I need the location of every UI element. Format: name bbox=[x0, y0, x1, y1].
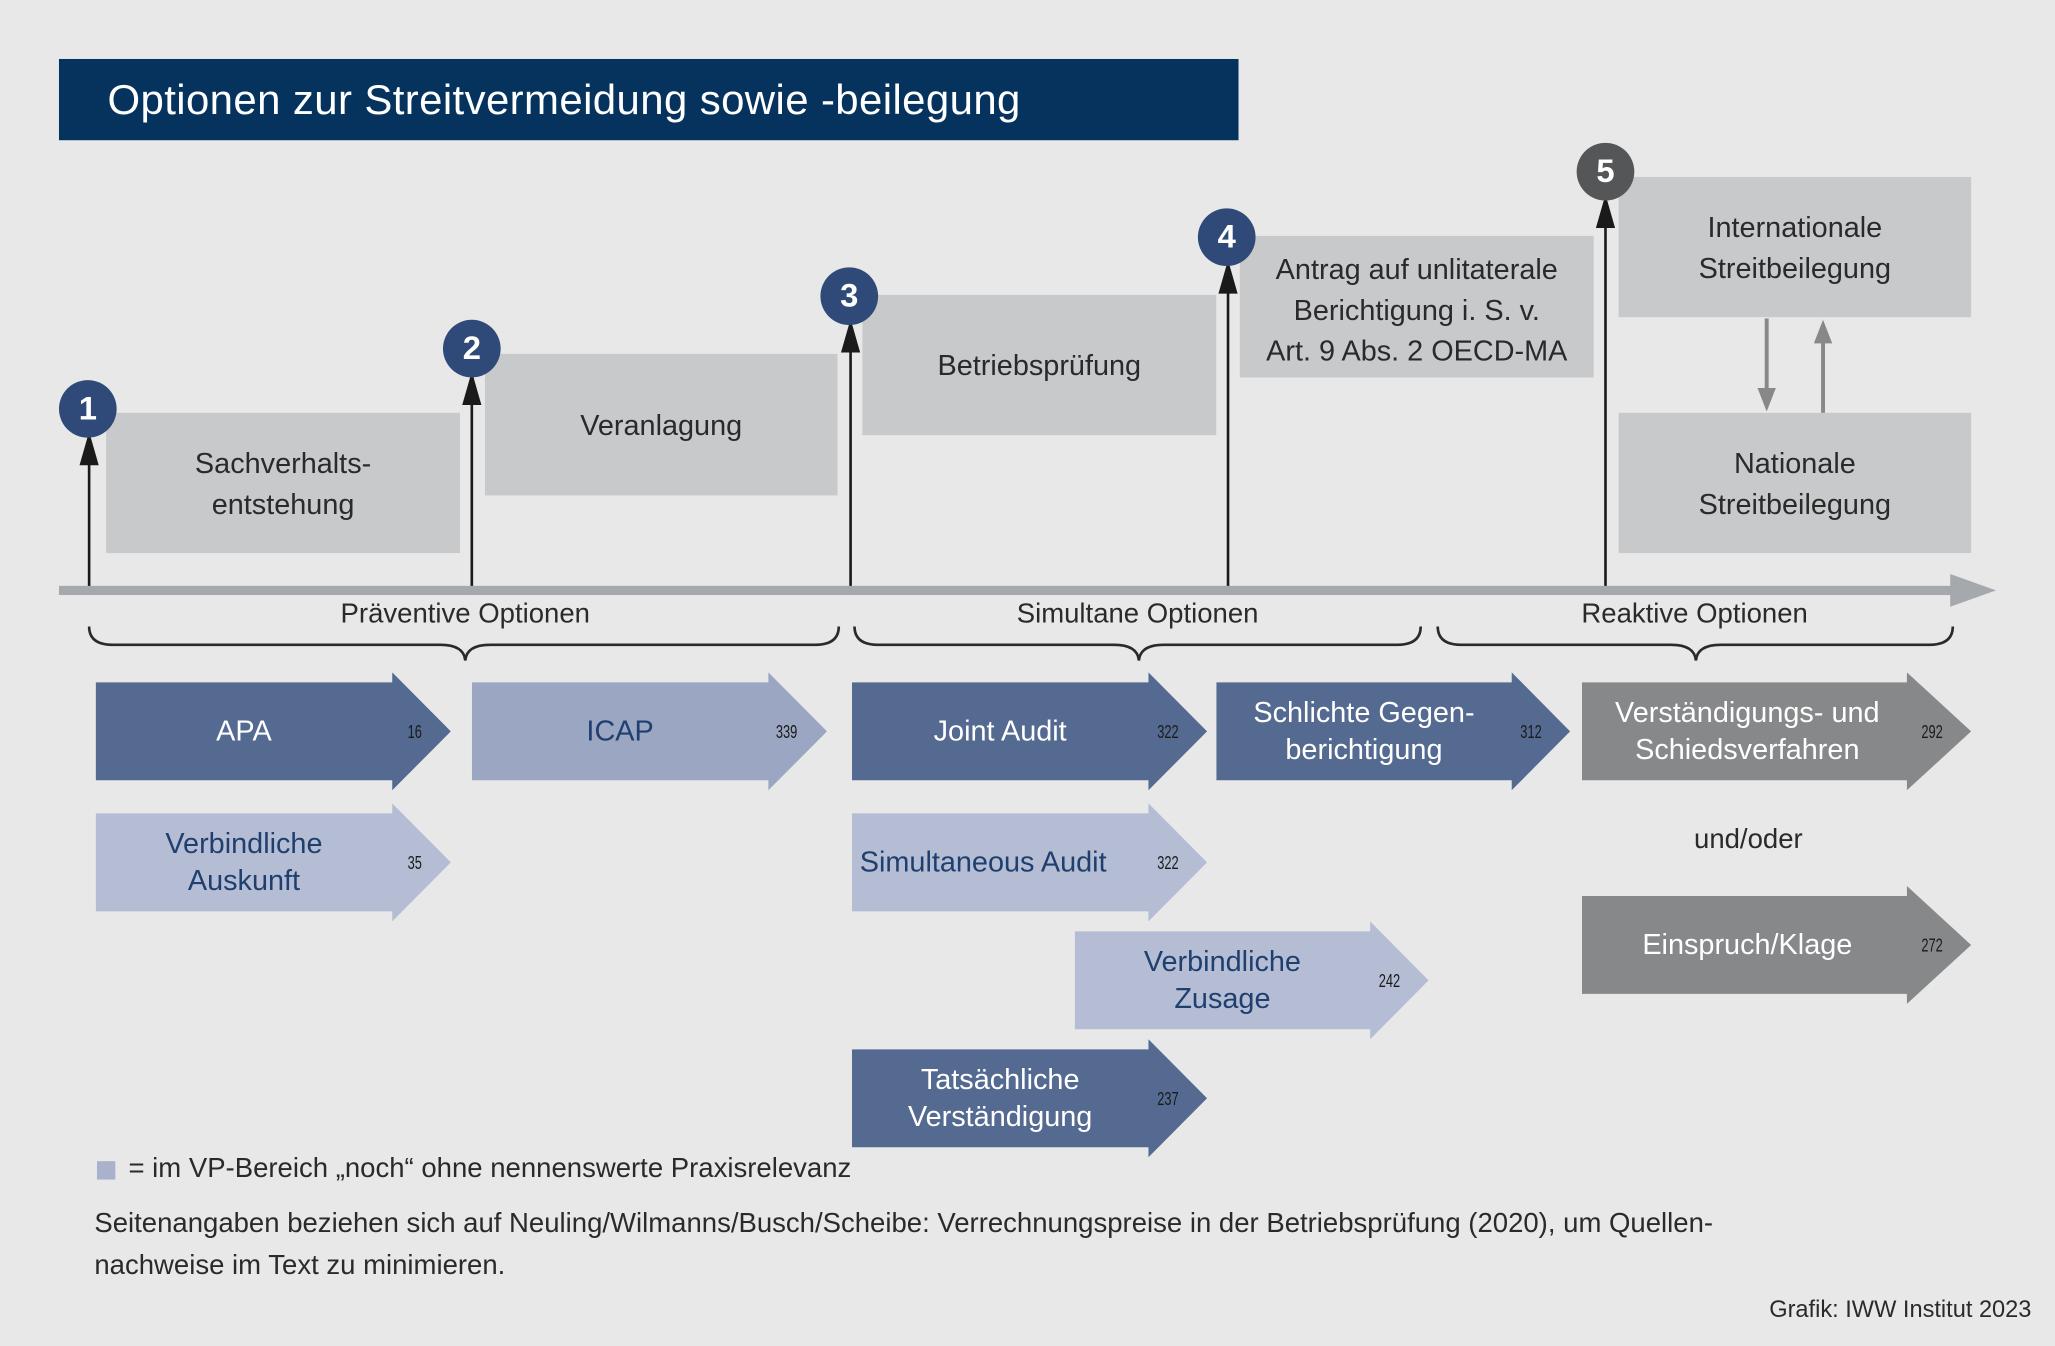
page-ref: 272 bbox=[1921, 934, 1943, 956]
legend-swatch bbox=[96, 1161, 116, 1180]
page-ref: 292 bbox=[1921, 720, 1943, 742]
page-ref: 322 bbox=[1157, 720, 1179, 742]
page-ref: 339 bbox=[775, 720, 798, 742]
timeline-arrowhead bbox=[1950, 574, 1997, 607]
step-number-5: 5 bbox=[1576, 142, 1635, 201]
brace-simultaneous bbox=[853, 626, 1423, 661]
page-ref: 312 bbox=[1520, 720, 1542, 742]
page-ref: 242 bbox=[1378, 969, 1401, 991]
page-ref: 16 bbox=[407, 720, 422, 742]
step-box-antrag: Antrag auf unlitaterale Berichtigung i. … bbox=[1239, 235, 1594, 378]
step-box-international: Internationale Streitbeilegung bbox=[1618, 176, 1972, 318]
brace-reactive bbox=[1436, 626, 1955, 661]
diagram-title: Optionen zur Streitvermeidung sowie -bei… bbox=[58, 58, 1239, 141]
step-number-1: 1 bbox=[58, 380, 117, 438]
footnote-line-2: nachweise im Text zu minimieren. bbox=[94, 1250, 506, 1281]
step-number-2: 2 bbox=[442, 319, 501, 378]
timeline-axis bbox=[58, 585, 1956, 596]
step-number-3: 3 bbox=[820, 267, 879, 326]
footnote-line-1: Seitenangaben beziehen sich auf Neuling/… bbox=[94, 1208, 1714, 1239]
brace-preventive bbox=[87, 626, 841, 661]
category-simultaneous: Simultane Optionen bbox=[1016, 598, 1259, 630]
step-box-national: Nationale Streitbeilegung bbox=[1618, 412, 1972, 554]
and-or-label: und/oder bbox=[1694, 824, 1803, 855]
step-box-veranlagung: Veranlagung bbox=[484, 353, 838, 496]
page-ref: 35 bbox=[407, 851, 422, 873]
category-preventive: Präventive Optionen bbox=[340, 598, 590, 630]
step-number-4: 4 bbox=[1197, 208, 1256, 267]
legend-text: = im VP-Bereich „noch“ ohne nennenswerte… bbox=[128, 1153, 852, 1184]
step-box-betriebspruefung: Betriebsprüfung bbox=[862, 294, 1217, 436]
step-box-sachverhalt: Sachverhalts- entstehung bbox=[106, 412, 461, 554]
page-ref: 322 bbox=[1157, 851, 1179, 873]
category-reactive: Reaktive Optionen bbox=[1581, 598, 1808, 630]
page-ref: 237 bbox=[1157, 1087, 1179, 1109]
credit: Grafik: IWW Institut 2023 bbox=[1769, 1296, 2032, 1323]
